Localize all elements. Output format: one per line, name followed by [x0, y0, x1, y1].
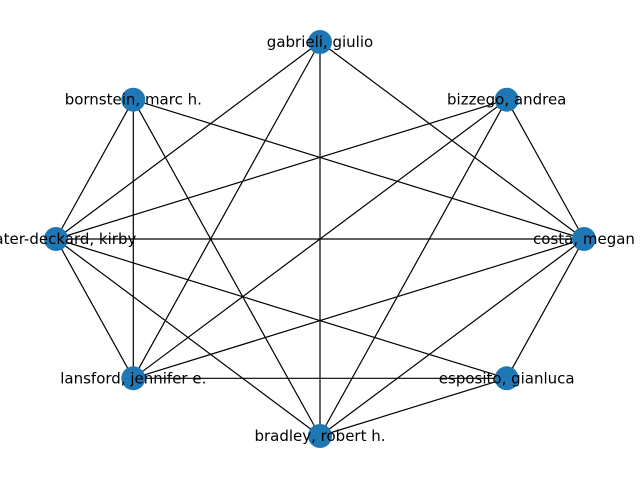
- node-costa: [572, 227, 596, 251]
- node-bizzego: [494, 87, 519, 112]
- edge-bradley-deater: [55, 238, 321, 437]
- edge-esposito-bradley: [319, 377, 507, 437]
- edge-bradley-bornstein: [132, 99, 321, 437]
- edge-bizzego-bradley: [319, 99, 508, 437]
- edge-costa-bradley: [319, 238, 585, 437]
- node-bradley: [308, 424, 332, 448]
- node-esposito: [494, 366, 519, 391]
- node-lansford: [121, 366, 146, 391]
- edge-costa-lansford: [133, 238, 585, 379]
- node-deater: [44, 227, 68, 251]
- node-label-costa: costa, megan: [533, 230, 635, 248]
- edge-bizzego-deater: [55, 99, 507, 240]
- node-label-esposito: esposito, gianluca: [439, 369, 575, 387]
- edge-bizzego-costa: [506, 99, 585, 240]
- node-label-bradley: bradley, robert h.: [254, 427, 385, 445]
- edge-esposito-deater: [55, 238, 507, 379]
- edge-deater-bornstein: [55, 99, 134, 240]
- edge-lansford-deater: [55, 238, 134, 379]
- node-label-bizzego: bizzego, andrea: [447, 91, 566, 109]
- edge-costa-bornstein: [133, 99, 585, 240]
- node-label-gabrieli: gabrieli, giulio: [267, 33, 373, 51]
- edge-costa-esposito: [506, 238, 585, 379]
- edges-layer: [55, 41, 585, 437]
- nodes-layer: [44, 30, 596, 448]
- edge-gabrieli-deater: [55, 41, 321, 240]
- node-bornstein: [121, 87, 146, 112]
- labels-layer: gabrieli, giulio bizzego, andrea costa, me…: [0, 33, 635, 445]
- node-gabrieli: [308, 30, 332, 54]
- node-label-bornstein: bornstein, marc h.: [65, 91, 202, 109]
- node-label-lansford: lansford, jennifer e.: [60, 369, 206, 387]
- node-label-deater: deater-deckard, kirby: [0, 230, 136, 248]
- edge-gabrieli-lansford: [132, 41, 321, 379]
